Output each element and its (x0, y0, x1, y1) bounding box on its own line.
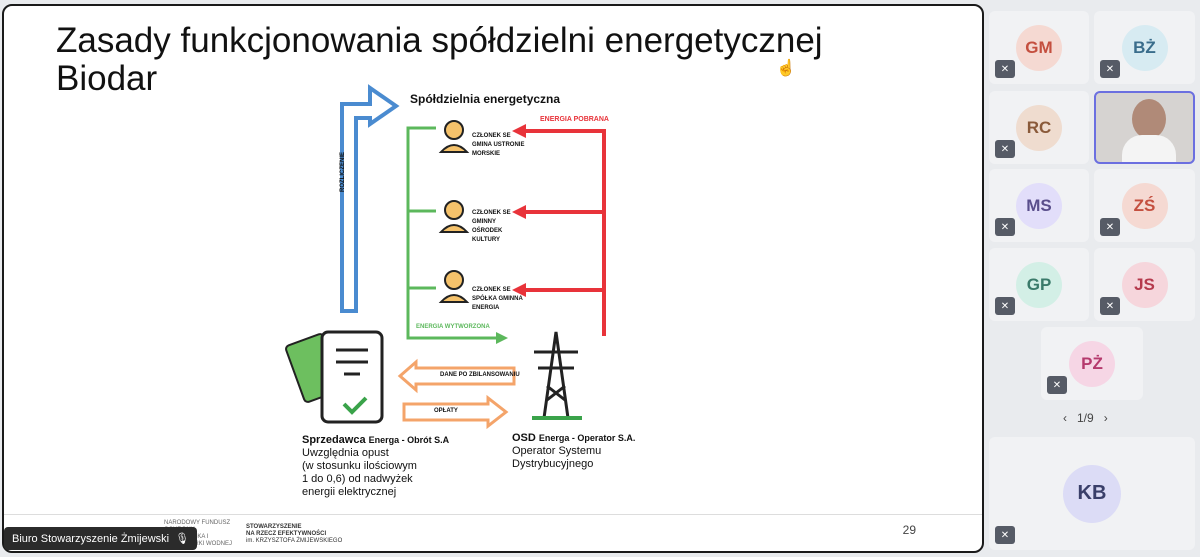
osd-block: OSD Energa - Operator S.A. Operator Syst… (512, 432, 636, 470)
payments-arrow (402, 394, 509, 430)
avatar: ZŚ (1121, 182, 1168, 229)
green-energy-line (406, 126, 496, 340)
energy-produced-label: ENERGIA WYTWORZONA (416, 324, 490, 330)
data-label: DANE PO ZBILANSOWANIU (440, 372, 520, 378)
pager-prev-button[interactable]: ‹ (1063, 411, 1067, 425)
mic-off-icon: ✕ (995, 526, 1015, 544)
red-energy-line (524, 129, 606, 336)
avatar: MS (1016, 182, 1062, 229)
mic-off-icon: 🎙 (175, 533, 190, 545)
participant-tile[interactable]: KB ✕ (989, 437, 1195, 550)
slide-footer (4, 514, 982, 551)
participant-tile[interactable]: ZŚ ✕ (1094, 169, 1195, 242)
person-icon (438, 200, 470, 233)
avatar: PŻ (1069, 340, 1115, 387)
power-tower-icon (532, 331, 582, 420)
mic-off-icon: ✕ (995, 297, 1015, 315)
avatar: KB (1063, 464, 1121, 523)
settlement-arrow (340, 84, 400, 313)
cooperative-diagram (285, 84, 606, 430)
participant-tile[interactable]: BŻ ✕ (1094, 11, 1195, 84)
participant-video-tile[interactable] (1094, 91, 1195, 164)
pager-label: 1/9 (1077, 411, 1094, 425)
mic-off-icon: ✕ (1100, 218, 1120, 236)
mic-off-icon: ✕ (1100, 60, 1120, 78)
hand-pointer-icon: ☝ (776, 60, 796, 77)
participant-tile[interactable]: MS ✕ (989, 169, 1089, 242)
participant-tile[interactable]: JS ✕ (1094, 248, 1195, 321)
slide-title: Zasady funkcjonowania spółdzielni energe… (56, 21, 823, 98)
participant-shirt (1122, 135, 1176, 162)
seller-block: Sprzedawca Energa - Obrót S.A Uwzględnia… (302, 434, 450, 498)
diagram-heading: Spółdzielnia energetyczna (410, 92, 561, 106)
avatar: GP (1016, 261, 1062, 308)
mic-off-icon: ✕ (1047, 376, 1067, 394)
association-logo: STOWARZYSZENIE NA RZECZ EFEKTYWNOŚCI im.… (246, 523, 343, 544)
person-icon (438, 270, 470, 303)
pager-next-button[interactable]: › (1103, 411, 1108, 425)
avatar: BŻ (1121, 24, 1168, 71)
avatar: GM (1016, 24, 1062, 71)
energy-taken-label: ENERGIA POBRANA (540, 116, 609, 123)
participant-tile[interactable]: GM ✕ (989, 11, 1089, 84)
participant-pager: ‹ 1/9 › (1063, 411, 1108, 425)
mic-off-icon: ✕ (1100, 297, 1120, 315)
participant-face (1132, 99, 1166, 139)
participant-tile[interactable]: GP ✕ (989, 248, 1089, 321)
data-arrow (397, 358, 516, 394)
slide-page-number: 29 (902, 523, 916, 537)
participant-tile[interactable]: RC ✕ (989, 91, 1089, 164)
payments-label: OPŁATY (434, 408, 458, 414)
person-icon (438, 120, 470, 153)
settlement-label: ROZLICZENIE (340, 152, 346, 192)
avatar: JS (1121, 261, 1168, 308)
document-icon (320, 330, 384, 424)
avatar: RC (1016, 104, 1062, 151)
mic-off-icon: ✕ (995, 140, 1015, 158)
shared-slide: Zasady funkcjonowania spółdzielni energe… (2, 4, 984, 553)
participant-tile[interactable]: PŻ ✕ (1041, 327, 1143, 400)
mic-off-icon: ✕ (995, 60, 1015, 78)
mic-off-icon: ✕ (995, 218, 1015, 236)
presenter-name-tag: Biuro Stowarzyszenie Żmijewski 🎙 (4, 527, 198, 550)
